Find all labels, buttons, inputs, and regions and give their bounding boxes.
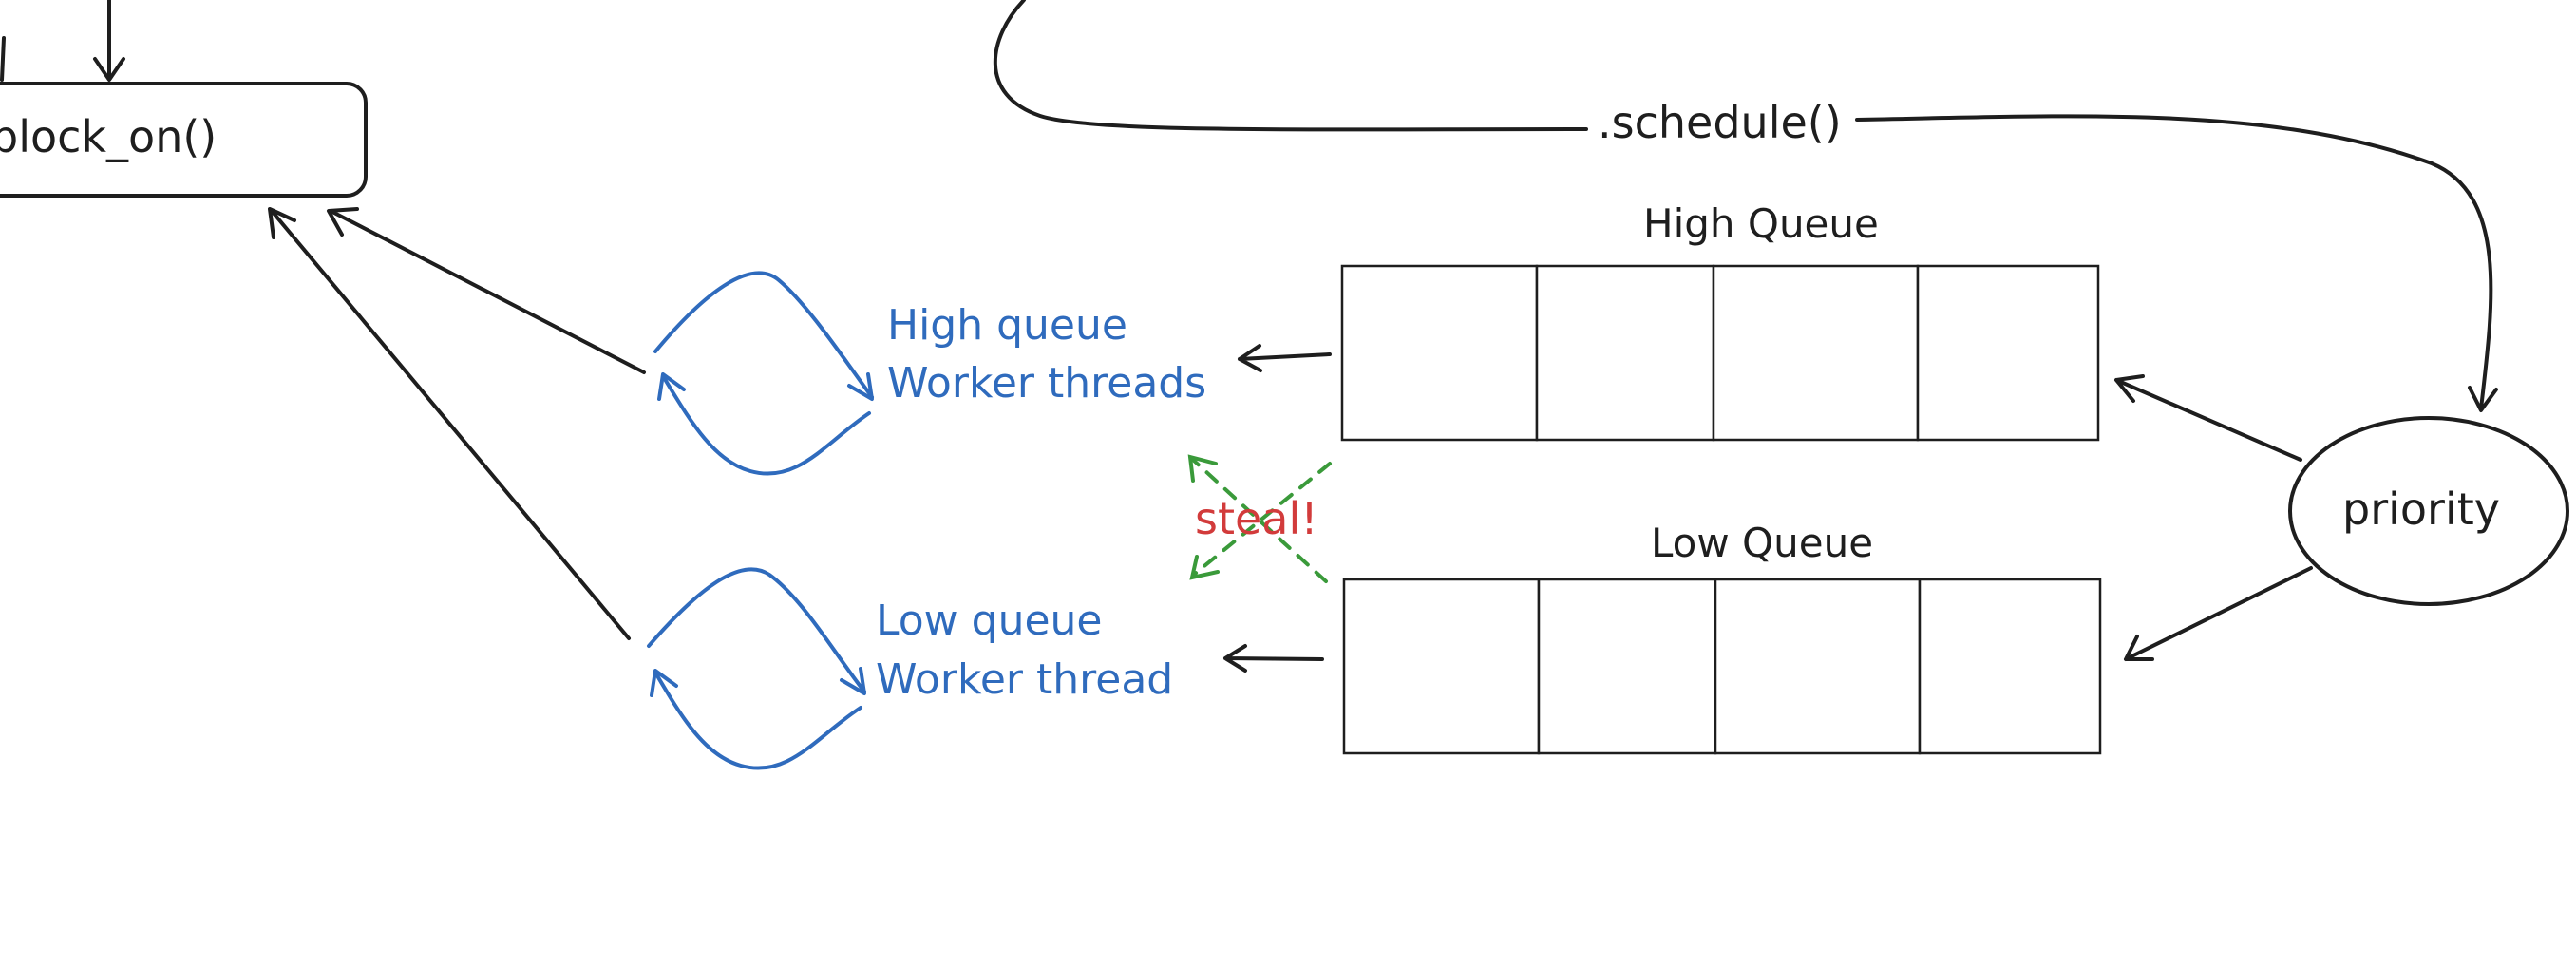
high-workers-loop-bottom-arrowhead bbox=[657, 372, 686, 401]
block-on-incoming-arrow bbox=[93, 0, 125, 82]
steal-arrow-down bbox=[1193, 462, 1332, 576]
schedule-label: .schedule() bbox=[1598, 97, 1842, 148]
low-queue-to-worker-arrow bbox=[1223, 644, 1324, 673]
steal-arrow-down-head bbox=[1189, 555, 1220, 580]
priority-node bbox=[2288, 416, 2569, 606]
high-queue bbox=[1340, 264, 2100, 442]
priority-label: priority bbox=[2342, 484, 2500, 535]
schedule-loop-curve bbox=[993, 0, 1588, 132]
low-workers-label-line1: Low queue bbox=[876, 597, 1102, 645]
block-on-label: block_on() bbox=[0, 111, 217, 162]
low-queue bbox=[1342, 578, 2102, 755]
high-queue-slot bbox=[1535, 264, 1715, 442]
steal-arrows bbox=[1187, 454, 1332, 583]
steal-arrow-up bbox=[1191, 458, 1328, 583]
schedule-to-priority-curve bbox=[1855, 114, 2493, 410]
low-workers-loop-bottom-arrowhead bbox=[650, 669, 678, 697]
high-queue-slot bbox=[1340, 264, 1539, 442]
low-queue-title: Low Queue bbox=[1651, 520, 1873, 566]
low-queue-slot bbox=[1342, 578, 1541, 755]
steal-arrow-up-head bbox=[1187, 454, 1218, 483]
low-workers-loop-top bbox=[647, 567, 866, 693]
high-workers-label-line2: Worker threads bbox=[887, 359, 1206, 408]
high-workers-loop-top bbox=[653, 271, 874, 399]
schedule-arrowhead bbox=[2468, 386, 2498, 412]
low-workers-to-block-on-arrow bbox=[268, 207, 631, 640]
high-queue-slot bbox=[1916, 264, 2100, 442]
steal-label: steal! bbox=[1195, 493, 1318, 544]
high-queue-title: High Queue bbox=[1643, 200, 1879, 247]
high-workers-loop bbox=[653, 271, 874, 476]
block-on-box bbox=[0, 82, 368, 198]
high-workers-to-block-on-arrow bbox=[327, 207, 646, 374]
low-workers-label-line2: Worker thread bbox=[876, 655, 1173, 704]
high-workers-loop-top-arrowhead bbox=[847, 372, 874, 401]
low-queue-slot bbox=[1918, 578, 2102, 755]
priority-to-low-arrow bbox=[2124, 566, 2313, 661]
high-queue-to-workers-arrow bbox=[1238, 344, 1332, 372]
block-on-incoming-line-left bbox=[0, 36, 6, 82]
high-queue-slot bbox=[1712, 264, 1920, 442]
low-queue-slot bbox=[1714, 578, 1922, 755]
high-workers-loop-bottom bbox=[661, 374, 871, 476]
low-queue-slot bbox=[1537, 578, 1717, 755]
priority-to-high-arrow bbox=[2114, 374, 2302, 462]
low-workers-loop-top-arrowhead bbox=[840, 667, 866, 695]
low-workers-loop bbox=[647, 567, 866, 770]
low-workers-loop-bottom bbox=[653, 671, 862, 770]
high-workers-label-line1: High queue bbox=[887, 301, 1127, 350]
